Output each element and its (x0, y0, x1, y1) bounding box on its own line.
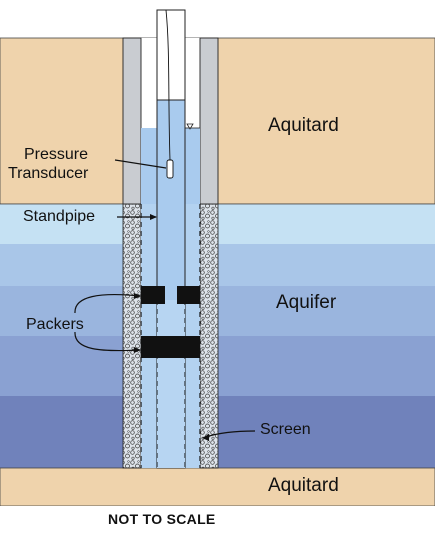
aquitard-top-label: Aquitard (268, 115, 339, 136)
packers-leader-upper (74, 294, 141, 314)
pressure-transducer-leader (114, 159, 167, 169)
packers-leader-lower (74, 331, 141, 352)
transducer-label: Transducer (8, 165, 89, 182)
gravel-pack-right (199, 203, 219, 469)
screen-leader (205, 430, 256, 438)
packers-label: Packers (26, 316, 84, 333)
not-to-scale-note: NOT TO SCALE (108, 511, 216, 527)
transducer-cable (165, 9, 171, 161)
packer-lower (141, 336, 200, 358)
casing-wall-right (199, 37, 219, 205)
aquitard-bottom-layer (0, 467, 435, 507)
gravel-pack-left (122, 203, 142, 469)
standpipe-label: Standpipe (23, 208, 96, 225)
packer-upper-left (141, 286, 165, 304)
aquitard-bottom-label: Aquitard (268, 475, 339, 496)
water-level-marker (186, 123, 194, 130)
standpipe (156, 9, 186, 101)
packer-upper-right (177, 286, 200, 304)
pressure-transducer-sensor (166, 159, 174, 179)
casing-wall-left (122, 37, 142, 205)
aquifer-label: Aquifer (276, 292, 337, 313)
pressure-label: Pressure (24, 146, 89, 163)
screen-label: Screen (260, 421, 311, 438)
